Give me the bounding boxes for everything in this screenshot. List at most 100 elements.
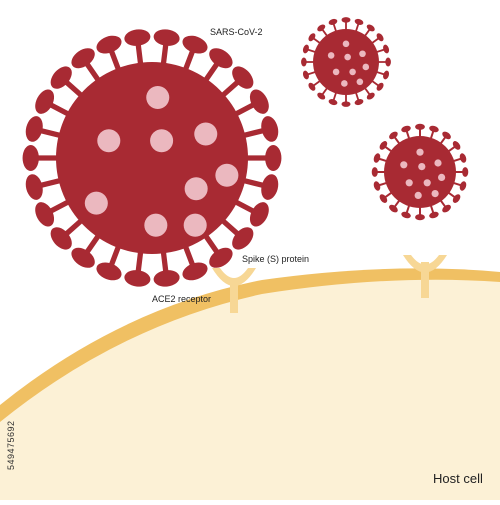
spike-head: [232, 227, 254, 250]
spike-head: [153, 29, 180, 46]
spike-head: [383, 70, 390, 80]
sars-cov-2-virion-main: [22, 29, 282, 287]
spike-head: [385, 57, 391, 67]
spike-head: [124, 29, 151, 46]
spike-head: [379, 141, 388, 150]
virion-spot: [215, 163, 239, 187]
virion-spot: [418, 163, 426, 171]
virion-spot: [97, 129, 121, 153]
ace2-receptor-label: ACE2 receptor: [152, 294, 212, 304]
virion-spot: [434, 159, 442, 167]
spike-head: [371, 167, 378, 177]
spike-head: [415, 123, 425, 130]
virion-spot: [400, 161, 408, 169]
sars-cov-2-virion-small: [301, 17, 391, 107]
spike-head: [249, 202, 269, 227]
spike-head: [462, 167, 469, 177]
spike-head: [302, 44, 309, 54]
virion-spot: [342, 40, 350, 48]
spike-head: [401, 211, 411, 219]
virion-spot: [349, 68, 356, 76]
virion-spot: [431, 190, 439, 198]
virion-spot: [405, 179, 413, 187]
virion-spot: [414, 191, 422, 199]
spike-head: [328, 99, 338, 106]
host-cell: [0, 268, 500, 500]
spike-head: [429, 211, 439, 219]
spike-head: [209, 247, 233, 268]
virion-spot: [416, 148, 424, 156]
spike-head: [96, 262, 122, 281]
virion-envelope: [313, 29, 379, 95]
spike-head: [373, 153, 381, 163]
cell-cytoplasm: [0, 279, 500, 500]
spike-head: [25, 116, 43, 142]
spike-head: [232, 66, 254, 89]
spike-head: [452, 194, 461, 203]
spike-head: [383, 44, 390, 54]
spike-head: [341, 101, 351, 107]
spike-head: [25, 174, 43, 200]
spike-head: [50, 66, 72, 89]
spike-head: [373, 181, 381, 191]
spike-head: [301, 57, 307, 67]
virion-spot: [356, 78, 364, 86]
spike-head: [249, 89, 269, 114]
spike-head: [308, 82, 316, 91]
spike-head: [379, 194, 388, 203]
spike-head: [182, 35, 208, 54]
virion-spot: [194, 122, 218, 146]
virion-spot: [362, 63, 370, 71]
virion-spot: [344, 53, 351, 61]
spike-head: [442, 204, 451, 213]
spike-head: [366, 92, 375, 100]
spike-head: [389, 131, 398, 140]
spike-head: [442, 131, 451, 140]
spike-head: [341, 17, 351, 23]
virion-spot: [359, 50, 366, 58]
spike-head: [96, 35, 122, 54]
stock-id-watermark: 549475692: [6, 420, 16, 470]
spike-head: [71, 247, 95, 268]
ace2-receptor-2: [403, 255, 447, 298]
spike-head: [71, 48, 95, 69]
spike-head: [209, 48, 233, 69]
spike-head: [459, 153, 467, 163]
virus-label: SARS-CoV-2: [210, 27, 263, 37]
spike-head: [182, 262, 208, 281]
spike-head: [261, 174, 279, 200]
virion-spot: [144, 213, 168, 237]
virion-spot: [84, 191, 108, 215]
virion-envelope: [384, 136, 456, 208]
spike-head: [22, 144, 39, 172]
spike-head: [153, 270, 180, 287]
spike-head: [366, 24, 375, 32]
virion-spot: [183, 213, 207, 237]
spike-head: [317, 92, 326, 100]
spike-head: [302, 70, 309, 80]
spike-head: [389, 204, 398, 213]
virion-spot: [332, 68, 340, 76]
spike-head: [317, 24, 326, 32]
spike-head: [50, 227, 72, 250]
sars-cov-2-virion-small: [371, 123, 469, 221]
virion-spot: [184, 177, 208, 201]
virion-spot: [438, 173, 446, 181]
virion-spot: [341, 80, 348, 87]
spike-head: [376, 82, 384, 91]
spike-head: [261, 116, 279, 142]
spike-head: [354, 18, 364, 25]
spike-head: [35, 202, 55, 227]
host-cell-label: Host cell: [433, 471, 483, 486]
spike-head: [452, 141, 461, 150]
spike-head: [459, 181, 467, 191]
spike-head: [124, 270, 151, 287]
spike-protein-label: Spike (S) protein: [242, 254, 310, 264]
spike-head: [308, 33, 316, 42]
spike-head: [401, 125, 411, 133]
virion-spot: [150, 129, 174, 153]
virion-spot: [423, 179, 431, 187]
spike-head: [328, 18, 338, 25]
